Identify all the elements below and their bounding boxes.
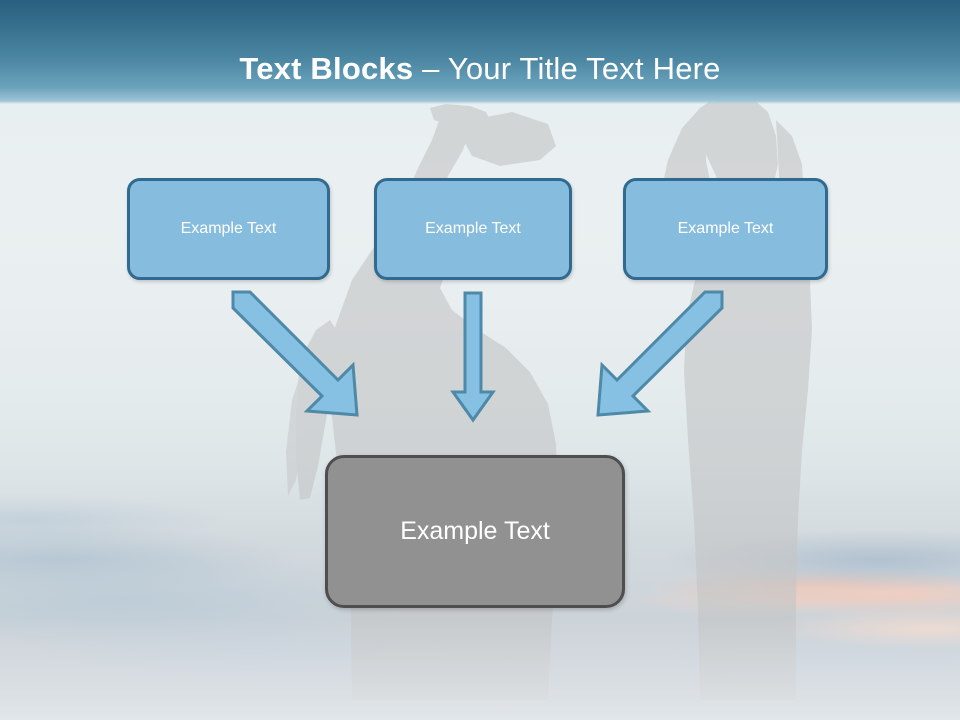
page-title-regular: – Your Title Text Here xyxy=(413,51,721,86)
arrow-right-down-left[interactable] xyxy=(596,290,724,417)
page-title-bold: Text Blocks xyxy=(239,51,414,86)
text-block-3-label: Example Text xyxy=(677,220,774,237)
summary-text-block[interactable]: Example Text xyxy=(325,455,625,608)
text-block-2[interactable]: Example Text xyxy=(374,178,572,280)
text-block-1[interactable]: Example Text xyxy=(127,178,330,280)
text-block-1-label: Example Text xyxy=(180,220,277,237)
text-block-3[interactable]: Example Text xyxy=(623,178,828,280)
text-block-2-label: Example Text xyxy=(425,220,521,237)
title-banner xyxy=(0,0,960,104)
arrow-left-down-right[interactable] xyxy=(231,290,359,417)
summary-text-block-label: Example Text xyxy=(400,517,550,545)
arrow-middle-down[interactable] xyxy=(450,291,496,423)
page-title: Text Blocks – Your Title Text Here xyxy=(0,52,960,86)
